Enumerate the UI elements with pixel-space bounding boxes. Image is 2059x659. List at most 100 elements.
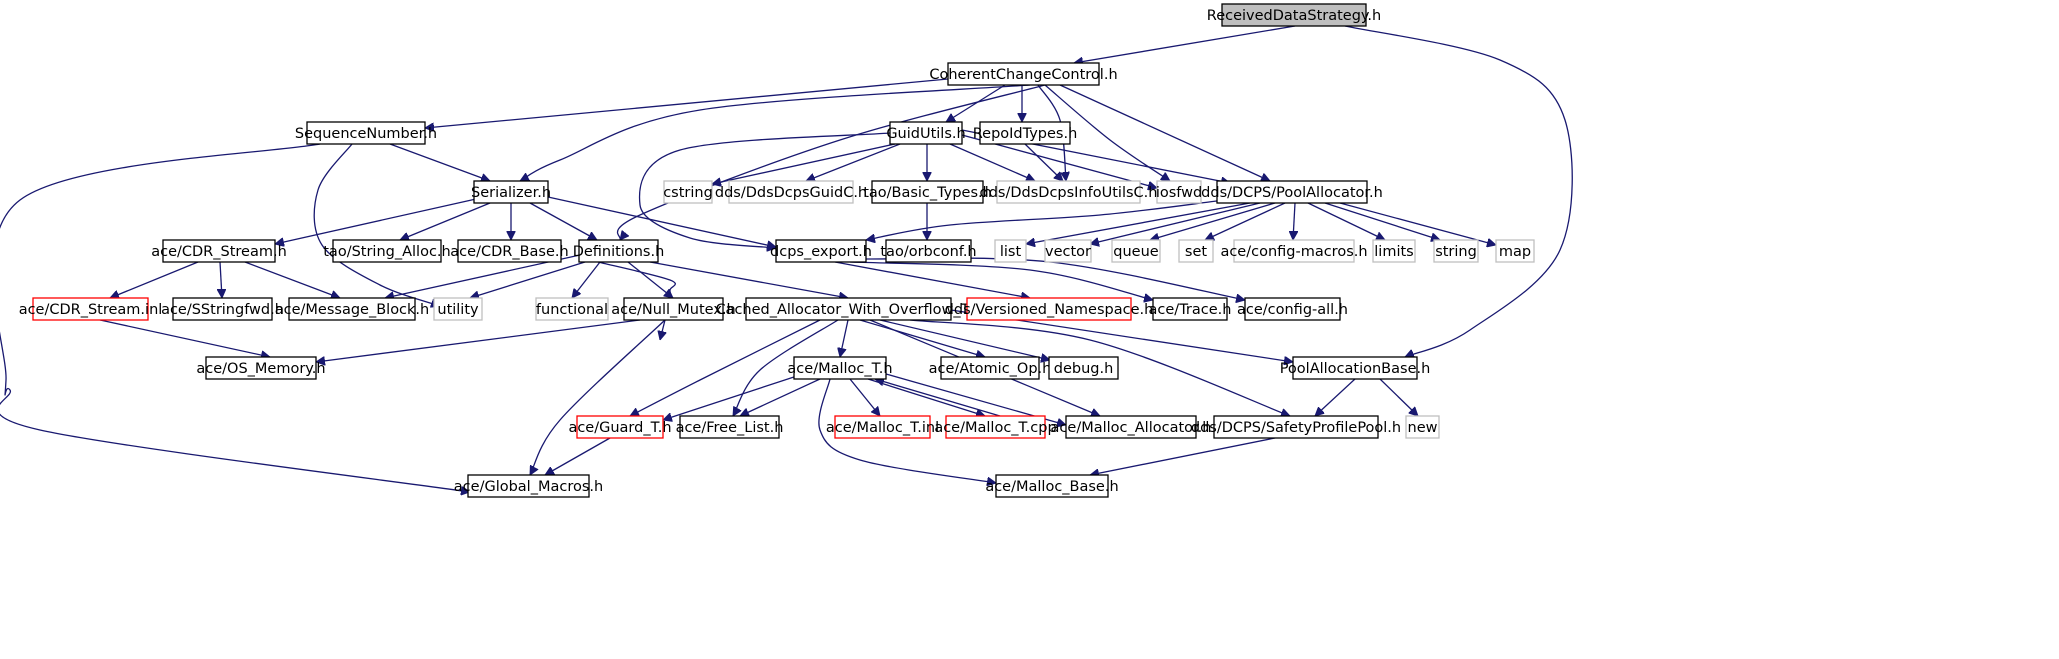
node-cdrstream[interactable]: ace/CDR_Stream.h [151,239,287,263]
node-msgblock[interactable]: ace/Message_Block.h [275,297,429,321]
edge-cdrstream-to-cdrinl [110,261,199,298]
edge-coherent-to-poolalloc [1059,84,1270,181]
node-box-seqnum [306,121,426,145]
node-mallocinl[interactable]: ace/Malloc_T.inl [826,415,939,439]
node-poolbase[interactable]: PoolAllocationBase.h [1280,356,1431,380]
node-label-cdrstream: ace/CDR_Stream.h [151,244,287,260]
node-definitions[interactable]: Definitions.h [573,239,665,263]
node-mallocbase[interactable]: ace/Malloc_Base.h [985,474,1119,498]
node-box-coherent [947,62,1100,86]
node-label-list: list [1000,244,1022,260]
node-box-trace [1152,297,1228,321]
node-cached[interactable]: Cached_Allocator_With_Overflow_T.h [715,297,982,321]
node-label-iosfwd: iosfwd [1156,185,1202,201]
node-label-dcpsexport: dcps_export.h [770,244,872,260]
edge-malloccpp-to-malloct [875,379,1001,417]
node-debug[interactable]: debug.h [1048,356,1119,380]
node-box-list [994,239,1027,263]
node-set: set [1178,239,1214,263]
edges-layer [0,25,1573,492]
node-stralloc[interactable]: tao/String_Alloc.h [323,239,451,263]
node-box-osmem [205,356,317,380]
edge-coherent-to-iosfwd [1044,84,1170,181]
node-taobasic[interactable]: tao/Basic_Types.h [863,180,992,204]
node-poolalloc[interactable]: dds/DCPS/PoolAllocator.h [1201,180,1383,204]
node-label-queue: queue [1113,244,1159,260]
node-ddsguidc: dds/DdsDcpsGuidC.h [715,180,867,204]
node-osmem[interactable]: ace/OS_Memory.h [196,356,326,380]
node-box-atomic [940,356,1040,380]
node-dcpsexport[interactable]: dcps_export.h [770,239,872,263]
node-box-vector [1044,239,1092,263]
edge-coherent-to-ddsinfo [1037,84,1066,181]
node-label-taobasic: tao/Basic_Types.h [863,185,992,201]
edge-cached-to-guardt [630,319,821,417]
node-label-freelist: ace/Free_List.h [676,420,784,436]
node-label-cdrinl: ace/CDR_Stream.inl [19,302,163,318]
node-box-debug [1048,356,1119,380]
node-sstringfwd[interactable]: ace/SStringfwd.h [161,297,284,321]
node-box-guardt [576,415,664,439]
node-cdrinl[interactable]: ace/CDR_Stream.inl [19,297,163,321]
edge-malloct-to-mallocbase [818,378,996,483]
node-box-queue [1111,239,1161,263]
edge-poolalloc-to-vector [1090,202,1261,244]
node-mallocalloc[interactable]: ace/Malloc_Allocator.h [1051,415,1212,439]
edge-definitions-to-utility [470,261,586,298]
edge-received-to-coherent [1074,25,1296,63]
edge-guidutils-to-cstring [712,143,896,184]
node-versioned[interactable]: dds/Versioned_Namespace.h [945,297,1154,321]
edge-coherent-to-definitions [616,84,1046,240]
node-malloct[interactable]: ace/Malloc_T.h [787,356,893,380]
node-box-cached [745,297,952,321]
node-freelist[interactable]: ace/Free_List.h [676,415,784,439]
node-vector: vector [1044,239,1092,263]
node-guardt[interactable]: ace/Guard_T.h [568,415,672,439]
node-repoid[interactable]: RepoIdTypes.h [973,121,1078,145]
edge-dcpsexport-to-trace [849,261,1153,300]
node-label-orbconf: tao/orbconf.h [880,244,976,260]
node-coherent[interactable]: CoherentChangeControl.h [929,62,1118,86]
node-label-functional: functional [536,302,608,318]
node-queue: queue [1111,239,1161,263]
node-serializer[interactable]: Serializer.h [471,180,551,204]
node-box-limits [1372,239,1416,263]
edge-definitions-to-nullmutex [627,261,673,298]
node-trace[interactable]: ace/Trace.h [1149,297,1232,321]
edge-cdrstream-to-sstringfwd [220,261,222,298]
node-atomic[interactable]: ace/Atomic_Op.h [929,356,1052,380]
node-box-functional [535,297,609,321]
edge-seqnum-to-serializer [389,143,490,181]
edge-malloct-to-freelist [740,378,821,416]
node-map: map [1495,239,1535,263]
node-utility: utility [433,297,483,321]
node-box-string [1433,239,1479,263]
node-globalmacros[interactable]: ace/Global_Macros.h [454,474,603,498]
node-configall[interactable]: ace/config-all.h [1237,297,1348,321]
node-nullmutex[interactable]: ace/Null_Mutex.h [611,297,736,321]
node-box-dcpsexport [775,239,867,263]
node-box-iosfwd [1156,180,1202,204]
node-safety[interactable]: dds/DCPS/SafetyProfilePool.h [1191,415,1401,439]
node-label-cdrbase: ace/CDR_Base.h [450,244,568,260]
node-orbconf[interactable]: tao/orbconf.h [880,239,977,263]
node-label-set: set [1185,244,1207,260]
node-label-configmacros: ace/config-macros.h [1220,244,1367,260]
edge-serializer-to-cdrstream [275,198,477,244]
node-guidutils[interactable]: GuidUtils.h [886,121,966,145]
node-label-configall: ace/config-all.h [1237,302,1348,318]
node-box-set [1178,239,1214,263]
node-received[interactable]: ReceivedDataStrategy.h [1207,3,1381,27]
node-cdrbase[interactable]: ace/CDR_Base.h [450,239,569,263]
node-malloccpp[interactable]: ace/Malloc_T.cpp [934,415,1057,439]
node-limits: limits [1372,239,1416,263]
edge-poolbase-to-safety [1315,378,1356,416]
edge-poolalloc-to-limits [1307,202,1385,240]
edge-serializer-to-definitions [529,202,597,241]
node-label-map: map [1499,244,1531,260]
edge-poolalloc-to-set [1205,202,1286,240]
node-label-repoid: RepoIdTypes.h [973,126,1078,142]
node-box-nullmutex [623,297,724,321]
node-seqnum[interactable]: SequenceNumber.h [295,121,437,145]
edge-cached-to-safety [909,319,1290,416]
